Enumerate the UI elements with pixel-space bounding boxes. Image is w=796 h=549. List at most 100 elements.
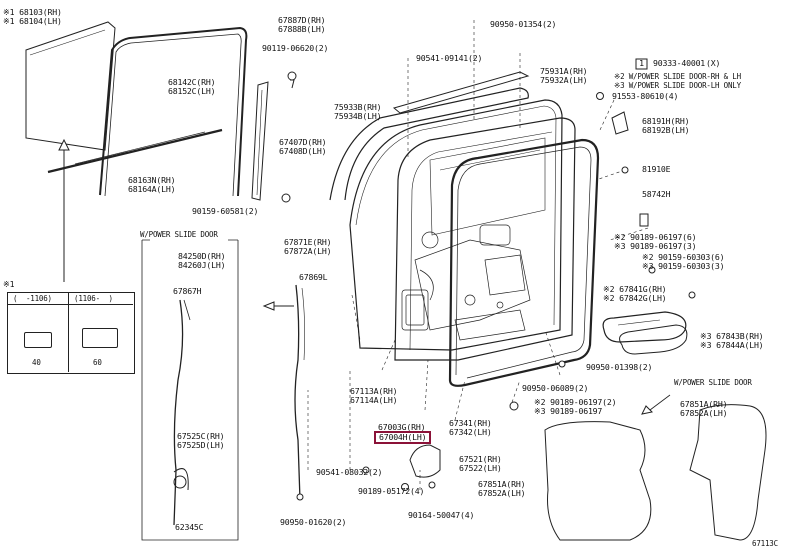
inset-part-60 [82, 328, 118, 348]
part-label-90164[interactable]: 90164-50047(4) [408, 511, 474, 520]
part-label-90119[interactable]: 90119-06620(2) [262, 44, 328, 53]
part-number: 67887D(RH) [278, 15, 326, 25]
inset-frame [7, 292, 135, 374]
part-label-67851a[interactable]: 67851A(RH)67852A(LH) [478, 480, 525, 498]
part-number: 91553-80610(4) [612, 91, 679, 101]
part-number: ※2 90159-60303(6) [642, 252, 725, 262]
part-number: 67852A(LH) [680, 408, 728, 418]
part-number: 62345C [175, 522, 204, 532]
part-label-75933[interactable]: 75933B(RH)75934B(LH) [334, 103, 381, 121]
lower-cover-67851-left [544, 421, 652, 541]
part-label-90950a[interactable]: 90950-01354(2) [490, 20, 556, 29]
part-number: 67869L [299, 272, 328, 282]
part-label-67341[interactable]: 67341(RH)67342(LH) [449, 419, 492, 437]
part-label-67887[interactable]: 67887D(RH)67888B(LH) [278, 16, 325, 34]
part-number: ※2 67841G(RH) [603, 284, 667, 294]
part-number: 67521(RH) [459, 454, 502, 464]
part-number: 67407D(RH) [279, 137, 327, 147]
part-label-90189a[interactable]: ※2 90189-06197(6)※3 90189-06197(3) [614, 232, 697, 251]
part-number: 67867H [173, 286, 202, 296]
part-label-90189b[interactable]: ※2 90189-06197(2)※3 90189-06197 [534, 397, 617, 416]
part-number: 90541-08032(2) [316, 467, 383, 477]
legend-note2: ※2 W/POWER SLIDE DOOR-RH & LH [614, 72, 741, 81]
part-label-68191[interactable]: 68191H(RH)68192B(LH) [642, 117, 689, 135]
part-number: 67341(RH) [449, 418, 492, 428]
part-number: ※2 90189-06197(6) [614, 232, 697, 242]
part-label-90553[interactable]: 91553-80610(4) [612, 92, 678, 101]
door-outer-panel [349, 99, 563, 351]
part-number: 58742H [642, 189, 671, 199]
lower-cover-67851-right [689, 404, 767, 541]
part-label-67851b[interactable]: 67851A(RH)67852A(LH) [680, 400, 727, 418]
door-inner-frame [394, 117, 576, 361]
page-ref: 67113C [752, 539, 778, 548]
part-label-67525[interactable]: 67525C(RH)67525D(LH) [177, 432, 224, 450]
part-label-75931[interactable]: 75931A(RH)75932A(LH) [540, 67, 587, 85]
part-number: 67852A(LH) [478, 488, 526, 498]
part-label-67003[interactable]: 67003G(RH) [378, 423, 425, 432]
inset-dim1: 40 [32, 358, 41, 367]
division-bar [251, 81, 269, 201]
part-number: 90189-05172(4) [358, 486, 425, 496]
part-label-81910[interactable]: 81910E [642, 164, 671, 174]
legend-note3: ※3 W/POWER SLIDE DOOR-LH ONLY [614, 81, 741, 90]
part-number: 81910E [642, 164, 671, 174]
cable-67867 [173, 299, 184, 526]
part-number: 67004H(LH) [379, 432, 427, 442]
part-label-90159b[interactable]: ※2 90159-60303(6)※3 90159-60303(3) [642, 252, 725, 271]
glass-run [99, 26, 248, 197]
outside-handle [602, 311, 687, 343]
part-label-58742[interactable]: 58742H [642, 189, 671, 199]
part-label-68163[interactable]: 68163N(RH)68164A(LH) [128, 176, 175, 194]
part-label-84250[interactable]: 84250D(RH)84260J(LH) [178, 252, 225, 270]
part-number: 67114A(LH) [350, 395, 398, 405]
section-power-slide-right: W/POWER SLIDE DOOR [674, 378, 752, 387]
part-number: 90541-09141(2) [416, 53, 483, 63]
part-number: 84260J(LH) [178, 260, 226, 270]
part-number: 68142C(RH) [168, 77, 216, 87]
part-number: 67113A(RH) [350, 386, 398, 396]
door-weatherstrip [448, 138, 600, 387]
part-number: 90950-01398(2) [586, 362, 653, 372]
part-number: ※3 67844A(LH) [700, 340, 764, 350]
part-label-67521[interactable]: 67521(RH)67522(LH) [459, 455, 502, 473]
part-number: ※3 90189-06197(3) [614, 241, 697, 251]
part-number: 84250D(RH) [178, 251, 226, 261]
part-number: 67888B(LH) [278, 24, 326, 34]
part-label-67113[interactable]: 67113A(RH)67114A(LH) [350, 387, 397, 405]
part-label-62345[interactable]: 62345C [175, 522, 204, 532]
part-number: 90159-60581(2) [192, 206, 259, 216]
part-number: 67525C(RH) [177, 431, 225, 441]
part-label-68142[interactable]: 68142C(RH)68152C(LH) [168, 78, 215, 96]
door-mechanism [401, 224, 531, 341]
part-number: ※3 67843B(RH) [700, 331, 764, 341]
inset-header-rule [7, 304, 133, 305]
upper-trim-75933 [329, 87, 529, 201]
part-label-67843[interactable]: ※3 67843B(RH)※3 67844A(LH) [700, 331, 764, 350]
part-label-90950c[interactable]: 90950-06089(2) [522, 384, 588, 393]
part-label-90159a[interactable]: 90159-60581(2) [192, 207, 258, 216]
part-label-67407[interactable]: 67407D(RH)67408D(LH) [279, 138, 326, 156]
part-label-67004[interactable]: 67004H(LH) [374, 431, 432, 444]
part-label-67867[interactable]: 67867H [173, 286, 202, 296]
part-label-90950b[interactable]: 90950-01398(2) [586, 363, 652, 372]
part-label-68103[interactable]: ※1 68103(RH)※1 68104(LH) [3, 8, 62, 26]
part-label-90950d[interactable]: 90950-01620(2) [280, 518, 346, 527]
power-slide-box-left [141, 240, 239, 541]
part-label-90541b[interactable]: 90541-08032(2) [316, 468, 382, 477]
legend-ref-num: 1 [639, 58, 644, 68]
part-number: 67003G(RH) [378, 422, 426, 432]
part-label-90189c[interactable]: 90189-05172(4) [358, 487, 424, 496]
door-glass [25, 21, 116, 151]
inset-part-40 [24, 332, 52, 348]
part-number: ※2 90189-06197(2) [534, 397, 617, 407]
inset-divider [68, 292, 69, 372]
part-label-67871[interactable]: 67871E(RH)67872A(LH) [284, 238, 331, 256]
part-label-67841[interactable]: ※2 67841G(RH)※2 67842G(LH) [603, 284, 667, 303]
part-label-90541a[interactable]: 90541-09141(2) [416, 54, 482, 63]
inset-col1: ( -1106) [13, 294, 52, 303]
inset-mark: ※1 [3, 279, 15, 289]
latch-bracket [409, 444, 441, 478]
inset-col2: (1106- ) [74, 294, 113, 303]
part-label-67869[interactable]: 67869L [299, 272, 328, 282]
